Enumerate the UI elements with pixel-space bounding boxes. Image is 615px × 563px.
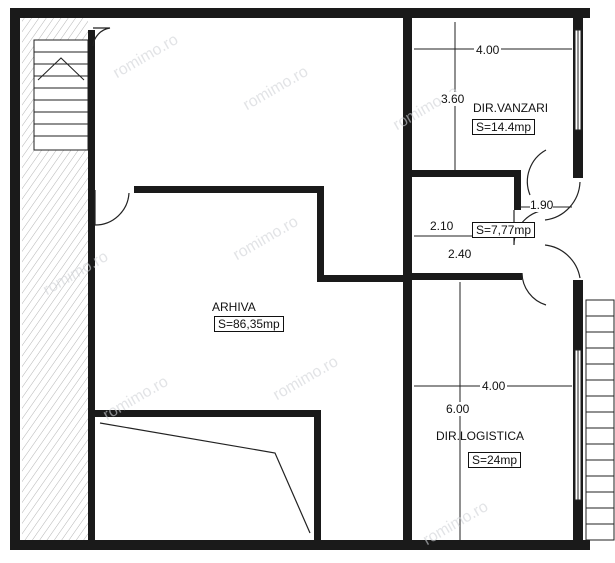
dim-dir-logistica-depth: 6.00 [446,402,470,416]
room-area-dir-vanzari: S=14.4mp [472,119,536,135]
room-name-dir-vanzari: DIR.VANZARI [473,101,549,115]
dim-dir-vanzari-depth: 3.60 [441,92,465,106]
dim-hall-a: 1.90 [530,198,554,212]
doors [92,27,581,306]
staircase-top-left [33,39,89,151]
wall-central [403,18,412,540]
dim-hall-b: 2.10 [430,219,454,233]
dim-dir-vanzari-width: 4.00 [474,43,502,57]
room-name-dir-logistica: DIR.LOGISTICA [436,429,525,443]
room-area-dir-logistica: S=24mp [468,452,522,468]
dim-hall-c: 2.40 [448,247,472,261]
archive-stepped-wall [134,186,412,282]
right-partitions [412,170,522,280]
windows [574,29,582,501]
wall-left-inner [88,30,95,540]
staircase-right [585,299,615,541]
lower-left-room [95,410,321,540]
room-area-arhiva: S=86,35mp [214,316,284,332]
room-area-hall: S=7,77mp [472,222,536,238]
dim-dir-logistica-width: 4.00 [480,379,508,393]
room-name-arhiva: ARHIVA [212,300,256,314]
